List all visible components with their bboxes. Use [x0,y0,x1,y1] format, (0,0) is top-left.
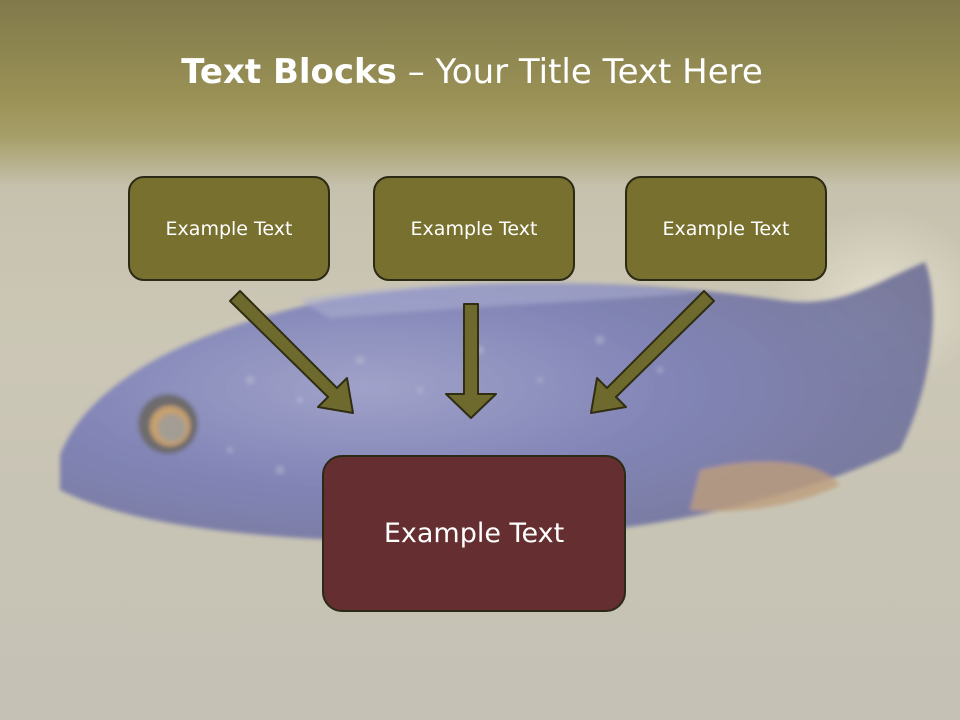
text-block-label: Example Text [662,217,790,240]
text-block-label: Example Text [410,217,538,240]
text-block-center[interactable]: Example Text [373,176,575,281]
title-separator: – [396,52,436,92]
target-text-block-label: Example Text [383,518,565,549]
target-text-block[interactable]: Example Text [322,455,626,612]
text-block-right[interactable]: Example Text [625,176,827,281]
title-bold-part: Text Blocks [181,52,397,92]
text-block-left[interactable]: Example Text [128,176,330,281]
slide-title: Text Blocks – Your Title Text Here [0,52,944,92]
title-regular-part: Your Title Text Here [435,52,763,92]
text-block-label: Example Text [165,217,293,240]
